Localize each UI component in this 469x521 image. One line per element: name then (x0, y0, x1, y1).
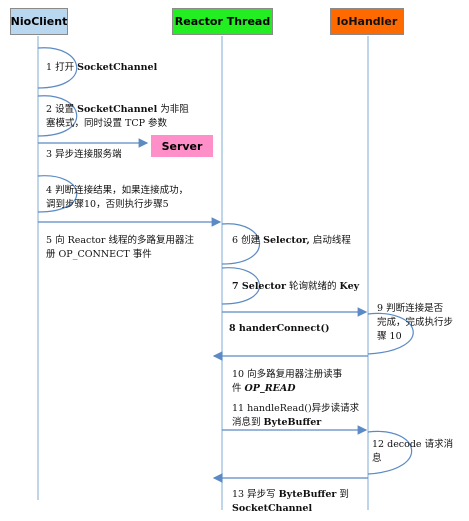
step9-self-loop (367, 312, 414, 355)
step2-line2: 塞模式，同时设置 TCP 参数 (46, 118, 168, 129)
step2-label: 2 设置 SocketChannel 为非阻 塞模式，同时设置 TCP 参数 (46, 103, 189, 131)
step1-label: 1 打开 SocketChannel (46, 61, 157, 75)
step11-label: 11 handleRead()异步读请求 消息到 ByteBuffer (232, 402, 359, 430)
step6-text-c: 启动线程 (309, 235, 351, 246)
step1-bold: SocketChannel (77, 62, 158, 73)
step1-text: 1 打开 (46, 62, 78, 73)
step13-line2: SocketChannel (232, 503, 313, 514)
step6-self-loop (221, 223, 261, 265)
participant-nioclient-label: NioClient (10, 15, 68, 28)
step12-self-loop (367, 430, 413, 475)
step12-line2: 息 (372, 453, 382, 464)
step9-line2: 完成，完成执行步 (377, 317, 454, 328)
step7-bold-key: Key (339, 281, 360, 292)
step6-bold: Selector, (263, 235, 310, 246)
participant-reactor-label: Reactor Thread (174, 15, 271, 28)
step1-self-loop (37, 47, 78, 89)
step12-line1: 12 decode 请求消 (372, 439, 454, 450)
step6-text-a: 6 创建 (232, 235, 264, 246)
server-label: Server (161, 139, 203, 153)
step7-label: 7 Selector 轮询就绪的 Key (232, 280, 359, 294)
step5-line2: 册 OP_CONNECT 事件 (46, 249, 152, 260)
step8-label: 8 handerConnect() (229, 322, 330, 336)
participant-nioclient: NioClient (10, 8, 68, 35)
step2-text-c: 为非阻 (157, 104, 189, 115)
step11-text-a: 消息到 (232, 417, 264, 428)
step11-bold: ByteBuffer (263, 417, 322, 428)
step7-self-loop (221, 267, 261, 305)
server-box: Server (151, 135, 213, 157)
step13-text-c: 到 (336, 489, 349, 500)
step5-label: 5 向 Reactor 线程的多路复用器注 册 OP_CONNECT 事件 (46, 234, 194, 262)
step13-label: 13 异步写 ByteBuffer 到 SocketChannel (232, 488, 349, 516)
step3-text: 3 异步连接服务端 (46, 149, 122, 160)
step2-self-loop (37, 95, 78, 137)
participant-iohandler: IoHandler (330, 8, 404, 35)
step4-line2: 调到步骤10，否则执行步骤5 (46, 199, 169, 210)
step2-text-a: 2 设置 (46, 104, 78, 115)
step9-line1: 9 判断连接是否 (377, 303, 444, 314)
step8-bold: 8 handerConnect() (229, 323, 330, 334)
step4-label: 4 判断连接结果，如果连接成功， 调到步骤10，否则执行步骤5 (46, 184, 188, 212)
step2-bold: SocketChannel (77, 104, 158, 115)
step4-line1: 4 判断连接结果，如果连接成功， (46, 185, 189, 196)
step10-text-a: 件 (232, 383, 245, 394)
step3-label: 3 异步连接服务端 (46, 148, 122, 162)
step10-line1: 10 向多路复用器注册读事 (232, 369, 343, 380)
step4-self-loop (37, 175, 78, 213)
step13-bold: ByteBuffer (278, 489, 337, 500)
step6-label: 6 创建 Selector, 启动线程 (232, 234, 351, 248)
step10-label: 10 向多路复用器注册读事 件 OP_READ (232, 368, 342, 396)
step13-text-a: 13 异步写 (232, 489, 279, 500)
step10-italic: OP_READ (244, 383, 296, 394)
participant-reactor-thread: Reactor Thread (172, 8, 273, 35)
step7-text: 轮询就绪的 (286, 281, 340, 292)
step11-line1: 11 handleRead()异步读请求 (232, 403, 360, 414)
step5-line1: 5 向 Reactor 线程的多路复用器注 (46, 235, 194, 246)
step9-line3: 骤 10 (377, 331, 402, 342)
step12-label: 12 decode 请求消 息 (372, 438, 453, 466)
step9-label: 9 判断连接是否 完成，完成执行步 骤 10 (377, 302, 453, 344)
participant-iohandler-label: IoHandler (336, 15, 398, 28)
step7-bold: 7 Selector (232, 281, 286, 292)
